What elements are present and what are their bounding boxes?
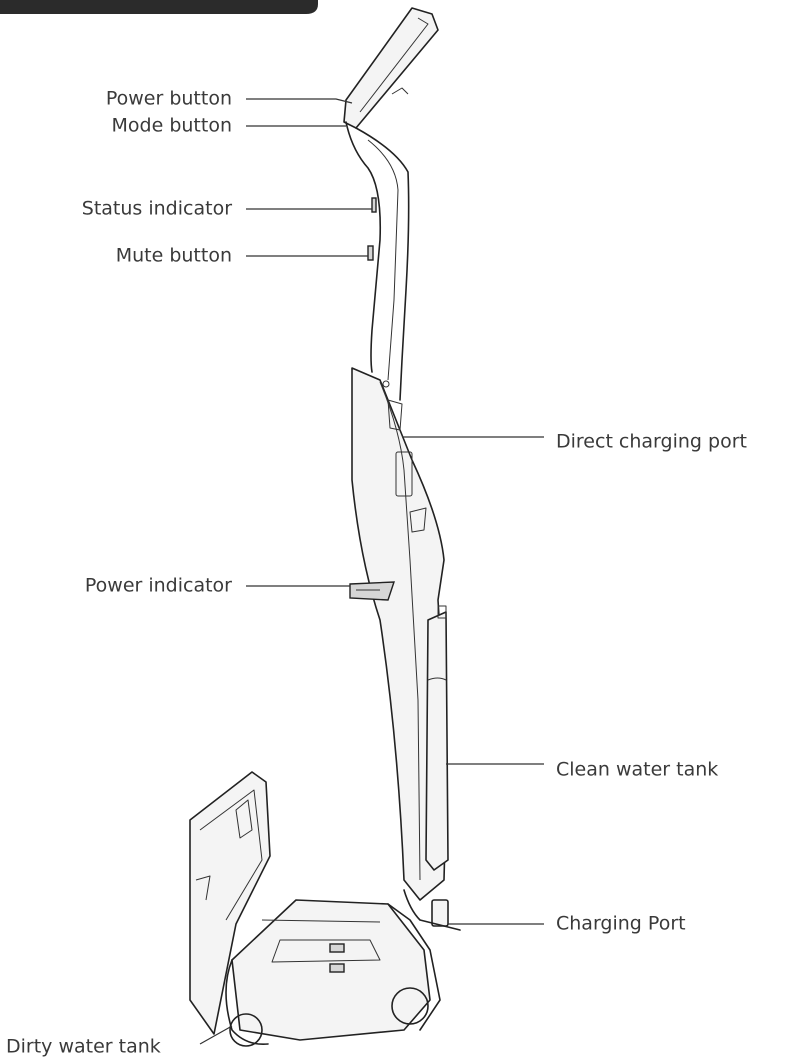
mute-button-key bbox=[368, 246, 373, 260]
label-charging-port: Charging Port bbox=[556, 913, 686, 935]
label-clean-water-tank: Clean water tank bbox=[556, 759, 718, 781]
leader-dirty-water-tank bbox=[200, 1026, 232, 1044]
status-indicator-led bbox=[372, 198, 376, 212]
label-direct-charging-port: Direct charging port bbox=[556, 431, 747, 453]
charging-port-block bbox=[432, 900, 448, 926]
label-mode-button: Mode button bbox=[112, 115, 232, 137]
handle-neck bbox=[346, 122, 380, 372]
floor-washer-illustration bbox=[190, 8, 460, 1046]
leader-power-button bbox=[246, 99, 352, 103]
label-dirty-water-tank: Dirty water tank bbox=[6, 1036, 161, 1058]
label-mute-button: Mute button bbox=[116, 245, 232, 267]
power-indicator-panel bbox=[350, 582, 394, 600]
label-power-indicator: Power indicator bbox=[85, 575, 232, 597]
label-power-button: Power button bbox=[106, 88, 232, 110]
clean-water-tank bbox=[426, 612, 448, 870]
header-bar bbox=[0, 0, 318, 14]
label-status-indicator: Status indicator bbox=[82, 198, 232, 220]
handle-grip bbox=[344, 8, 438, 128]
